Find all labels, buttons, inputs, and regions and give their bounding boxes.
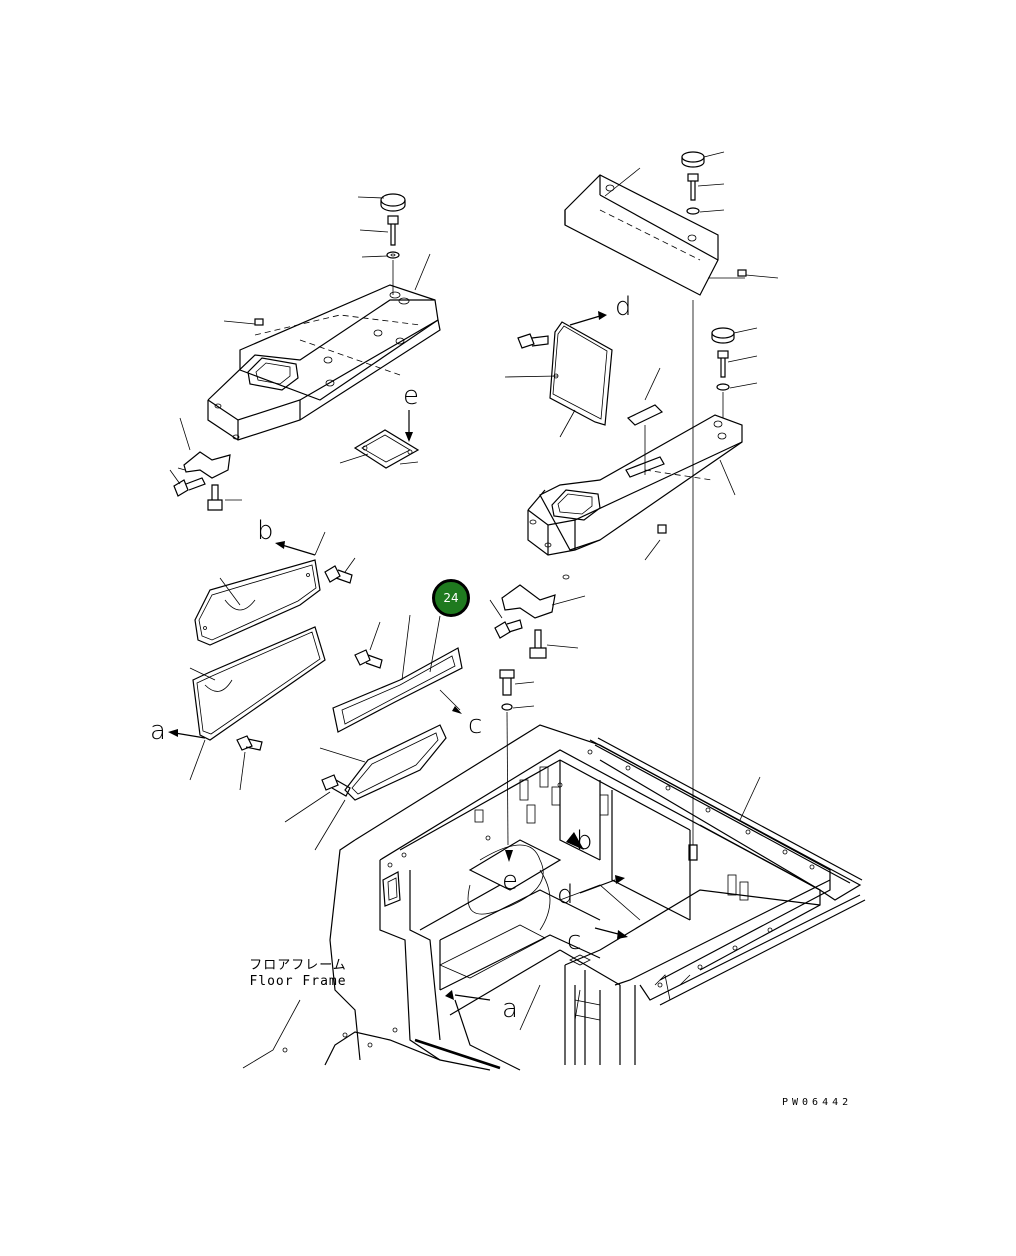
floor-frame-label: フロアフレーム Floor Frame	[238, 958, 358, 990]
frame-letter-e: e	[502, 866, 518, 896]
view-letter-d: d	[615, 292, 632, 322]
floor-frame-label-en: Floor Frame	[249, 974, 347, 989]
left-console-cover	[169, 193, 441, 511]
small-access-cover	[339, 410, 420, 469]
view-letter-e: e	[403, 381, 419, 411]
side-access-plate	[504, 311, 613, 438]
frame-letter-b: b	[576, 826, 593, 856]
right-rear-cover	[564, 151, 779, 861]
frame-letter-d: d	[557, 880, 574, 910]
view-letter-a: a	[150, 716, 166, 746]
frame-letter-a: a	[502, 994, 518, 1024]
part-callout-24[interactable]: 24	[432, 579, 470, 617]
drawing-number: PW06442	[782, 1097, 853, 1108]
frame-letter-c: c	[567, 926, 582, 956]
view-letter-c: c	[468, 710, 483, 740]
view-letter-b: b	[257, 516, 274, 546]
left-side-panels	[168, 531, 356, 791]
floor-frame-label-jp: フロアフレーム	[249, 958, 347, 973]
floor-frame	[242, 724, 866, 1071]
frame-bolt	[499, 669, 535, 862]
right-console-cover	[489, 327, 758, 659]
center-gaskets	[284, 614, 463, 851]
